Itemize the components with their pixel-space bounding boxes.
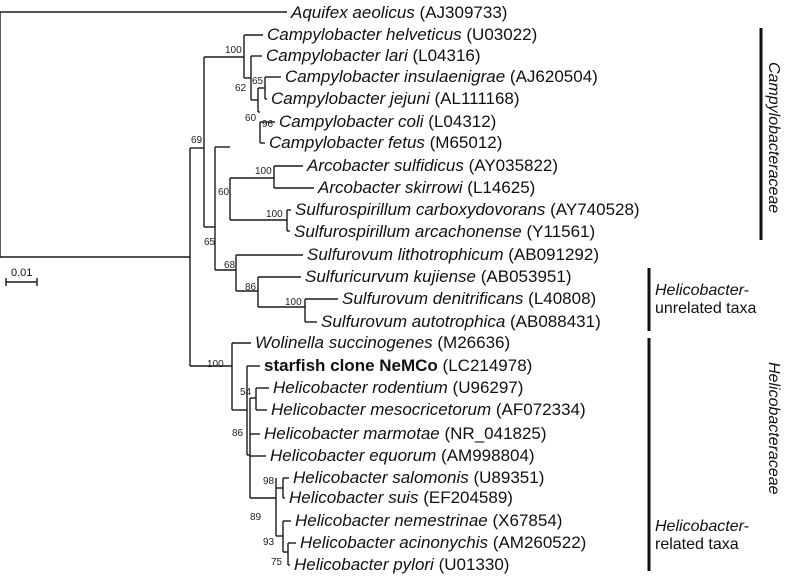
bootstrap-value: 100 bbox=[255, 166, 272, 177]
taxon-label: Campylobacter lari (L04316) bbox=[266, 46, 481, 65]
taxon-label: Helicobacter pylori (U01330) bbox=[294, 555, 509, 574]
bootstrap-value: 75 bbox=[271, 557, 283, 568]
family-label-helicobacteraceae: Helicobacteraceae bbox=[765, 362, 782, 495]
unrelated-taxa-label: Helicobacter-unrelated taxa bbox=[655, 282, 757, 317]
taxon-label: Campylobacter insulaenigrae (AJ620504) bbox=[285, 67, 598, 86]
taxon-label: Sulfurospirillum arcachonense (Y11561) bbox=[294, 222, 595, 241]
taxon-label: Helicobacter salomonis (U89351) bbox=[293, 468, 544, 487]
taxon-label: Sulfuricurvum kujiense (AB053951) bbox=[305, 267, 571, 286]
taxon-label: Arcobacter skirrowi (L14625) bbox=[317, 178, 535, 197]
bootstrap-value: 100 bbox=[225, 45, 242, 56]
taxon-label: Campylobacter helveticus (U03022) bbox=[267, 25, 537, 44]
bootstrap-value: 100 bbox=[266, 209, 283, 220]
taxon-label: Sulfurovum autotrophica (AB088431) bbox=[321, 312, 601, 331]
bootstrap-value: 93 bbox=[263, 537, 275, 548]
bootstrap-value: 62 bbox=[235, 83, 247, 94]
taxon-label: Helicobacter rodentium (U96297) bbox=[273, 378, 523, 397]
taxon-labels: Aquifex aeolicus (AJ309733) Campylobacte… bbox=[255, 3, 640, 574]
taxon-label: Helicobacter equorum (AM998804) bbox=[270, 446, 535, 465]
bootstrap-value: 100 bbox=[285, 297, 302, 308]
tree-branches bbox=[0, 11, 338, 566]
bootstrap-value: 54 bbox=[240, 387, 252, 398]
bootstrap-value: 96 bbox=[262, 119, 274, 130]
bootstrap-value: 89 bbox=[250, 512, 262, 523]
taxon-label: Campylobacter fetus (M65012) bbox=[269, 133, 502, 152]
bootstrap-value: 60 bbox=[218, 187, 230, 198]
bootstrap-value: 60 bbox=[245, 113, 257, 124]
bootstrap-values: 100 62 65 60 96 69 100 60 100 65 68 86 1… bbox=[191, 45, 302, 568]
scale-bar-label: 0.01 bbox=[11, 267, 32, 279]
taxon-label: Helicobacter marmotae (NR_041825) bbox=[264, 424, 547, 443]
scale-bar: 0.01 bbox=[5, 267, 38, 286]
bootstrap-value: 68 bbox=[224, 260, 236, 271]
taxon-label: Sulfurovum lithotrophicum (AB091292) bbox=[307, 245, 599, 264]
related-taxa-label: Helicobacter-related taxa bbox=[655, 518, 749, 553]
taxon-label: Arcobacter sulfidicus (AY035822) bbox=[306, 156, 558, 175]
taxon-label: Sulfurospirillum carboxydovorans (AY7405… bbox=[295, 200, 640, 219]
taxon-label: Helicobacter mesocricetorum (AF072334) bbox=[271, 400, 586, 419]
family-label-campylobacteraceae: Campylobacteraceae bbox=[765, 62, 782, 213]
taxon-label: Helicobacter suis (EF204589) bbox=[289, 488, 513, 507]
bootstrap-value: 69 bbox=[191, 135, 203, 146]
taxon-label: Sulfurovum denitrificans (L40808) bbox=[342, 289, 596, 308]
taxon-label: Campylobacter jejuni (AL111168) bbox=[271, 89, 520, 108]
bootstrap-value: 100 bbox=[207, 359, 224, 370]
bootstrap-value: 98 bbox=[263, 476, 275, 487]
taxon-label-highlighted: starfish clone NeMCo (LC214978) bbox=[264, 356, 532, 375]
bootstrap-value: 65 bbox=[204, 237, 216, 248]
taxon-label: Campylobacter coli (L04312) bbox=[279, 112, 496, 131]
taxon-label: Helicobacter nemestrinae (X67854) bbox=[295, 511, 562, 530]
taxon-label: Aquifex aeolicus (AJ309733) bbox=[290, 3, 507, 22]
group-brackets: Campylobacteraceae Helicobacteraceae Hel… bbox=[647, 28, 782, 571]
bootstrap-value: 86 bbox=[232, 428, 244, 439]
bootstrap-value: 65 bbox=[252, 76, 264, 87]
taxon-label: Helicobacter acinonychis (AM260522) bbox=[300, 533, 586, 552]
taxon-label: Wolinella succinogenes (M26636) bbox=[255, 333, 510, 352]
bootstrap-value: 86 bbox=[245, 282, 257, 293]
